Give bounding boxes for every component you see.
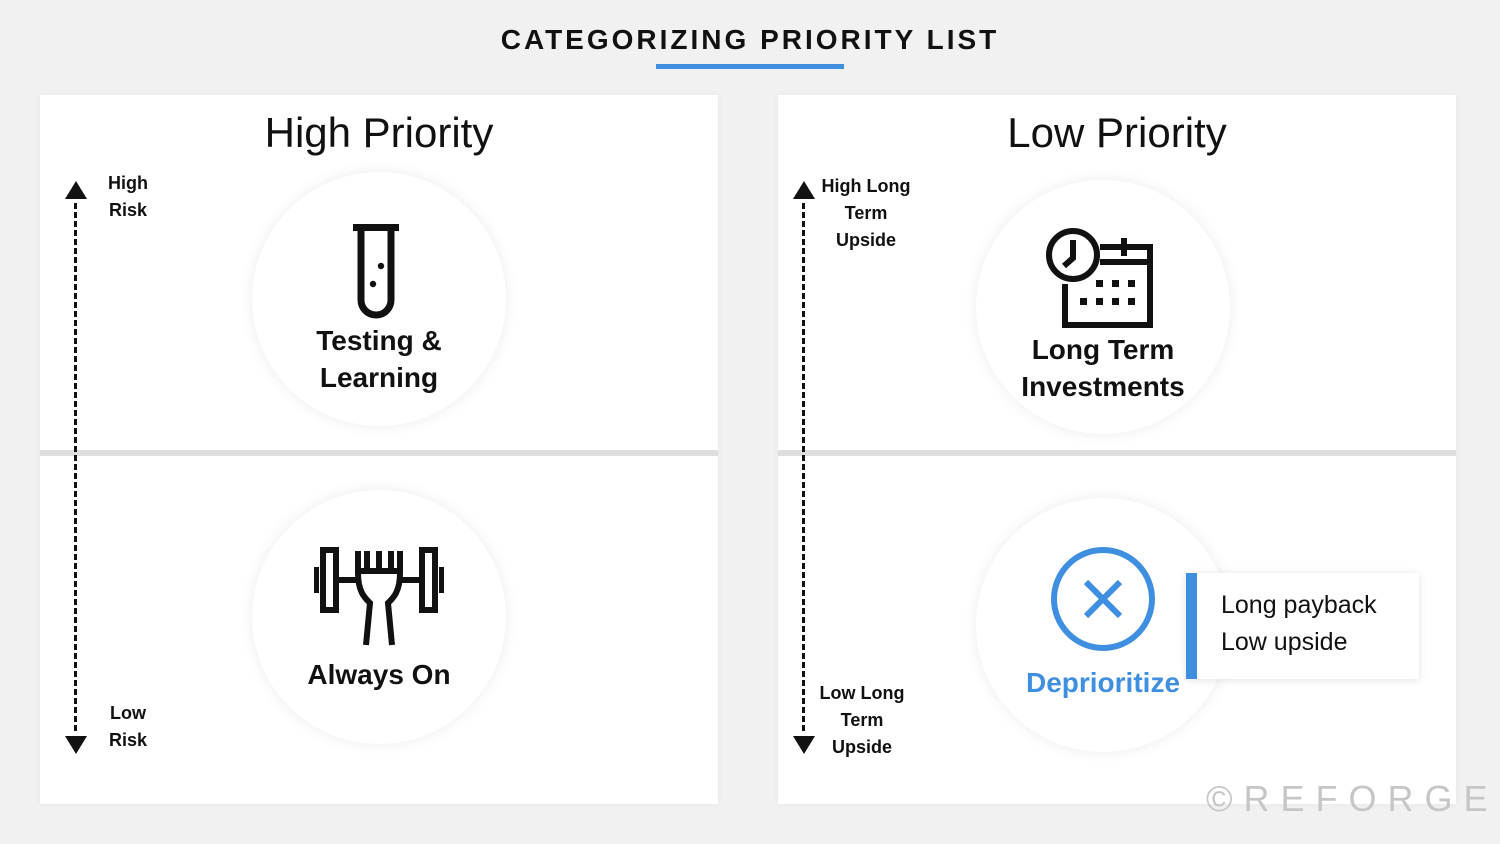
axis-label-line: Term <box>844 203 888 223</box>
axis-label-low-long-term-upside: Low Long Term Upside <box>812 680 912 761</box>
x-circle-icon <box>1051 547 1155 651</box>
testing-learning-card: Testing & Learning <box>252 172 506 426</box>
axis-label-line: Risk <box>108 200 148 220</box>
arrow-down-icon <box>65 736 87 754</box>
quadrant-divider <box>40 450 718 456</box>
axis-label-line: Upside <box>831 737 892 757</box>
long-term-investments-card: Long Term Investments <box>976 180 1230 434</box>
axis-label-high-long-term-upside: High Long Term Upside <box>816 173 916 254</box>
axis-label-line: High Long <box>821 176 911 196</box>
axis-label-line: Upside <box>835 230 896 250</box>
item-label-long-term-investments: Long Term Investments <box>976 331 1230 405</box>
title-underline <box>656 64 844 69</box>
item-label-deprioritize: Deprioritize <box>976 664 1230 701</box>
page-title: CATEGORIZING PRIORITY LIST <box>500 24 1000 55</box>
panel-heading-high-priority: High Priority <box>264 109 494 156</box>
deprioritize-card: Deprioritize <box>976 498 1230 752</box>
panel-heading-low-priority: Low Priority <box>1007 109 1227 156</box>
item-label-line: Deprioritize <box>1025 667 1181 698</box>
arrow-up-icon <box>793 181 815 199</box>
item-label-always-on: Always On <box>252 656 506 693</box>
arrow-down-icon <box>793 736 815 754</box>
test-tube-icon <box>353 224 399 319</box>
upside-axis-line <box>802 203 805 731</box>
item-label-line: Always On <box>307 659 451 690</box>
risk-axis-line <box>74 203 77 731</box>
callout-line-long-payback: Long payback <box>1221 591 1377 619</box>
reforge-watermark: ©REFORGE <box>1206 778 1499 819</box>
callout-line-low-upside: Low upside <box>1221 628 1348 656</box>
item-label-line: Learning <box>319 362 439 393</box>
high-priority-panel: High Priority High Risk Low Risk Testing… <box>40 95 718 804</box>
item-label-testing-learning: Testing & Learning <box>252 322 506 396</box>
axis-label-line: Low Long <box>819 683 905 703</box>
item-label-line: Testing & <box>316 325 442 356</box>
item-label-line: Investments <box>1021 371 1185 402</box>
arrow-up-icon <box>65 181 87 199</box>
deprioritize-callout: Long payback Low upside <box>1186 573 1419 679</box>
quadrant-divider <box>778 450 1456 456</box>
axis-label-line: Risk <box>108 730 148 750</box>
axis-label-line: Term <box>840 710 884 730</box>
always-on-card: Always On <box>252 490 506 744</box>
callout-accent-bar <box>1186 573 1197 679</box>
axis-label-low-risk: Low Risk <box>98 700 158 754</box>
calendar-clock-icon <box>1046 228 1153 328</box>
axis-label-line: High <box>108 173 148 193</box>
item-label-line: Long Term <box>1031 334 1175 365</box>
axis-label-high-risk: High Risk <box>98 170 158 224</box>
axis-label-line: Low <box>110 703 146 723</box>
low-priority-panel: Low Priority High Long Term Upside Low L… <box>778 95 1456 804</box>
dumbbell-icon <box>314 547 444 646</box>
